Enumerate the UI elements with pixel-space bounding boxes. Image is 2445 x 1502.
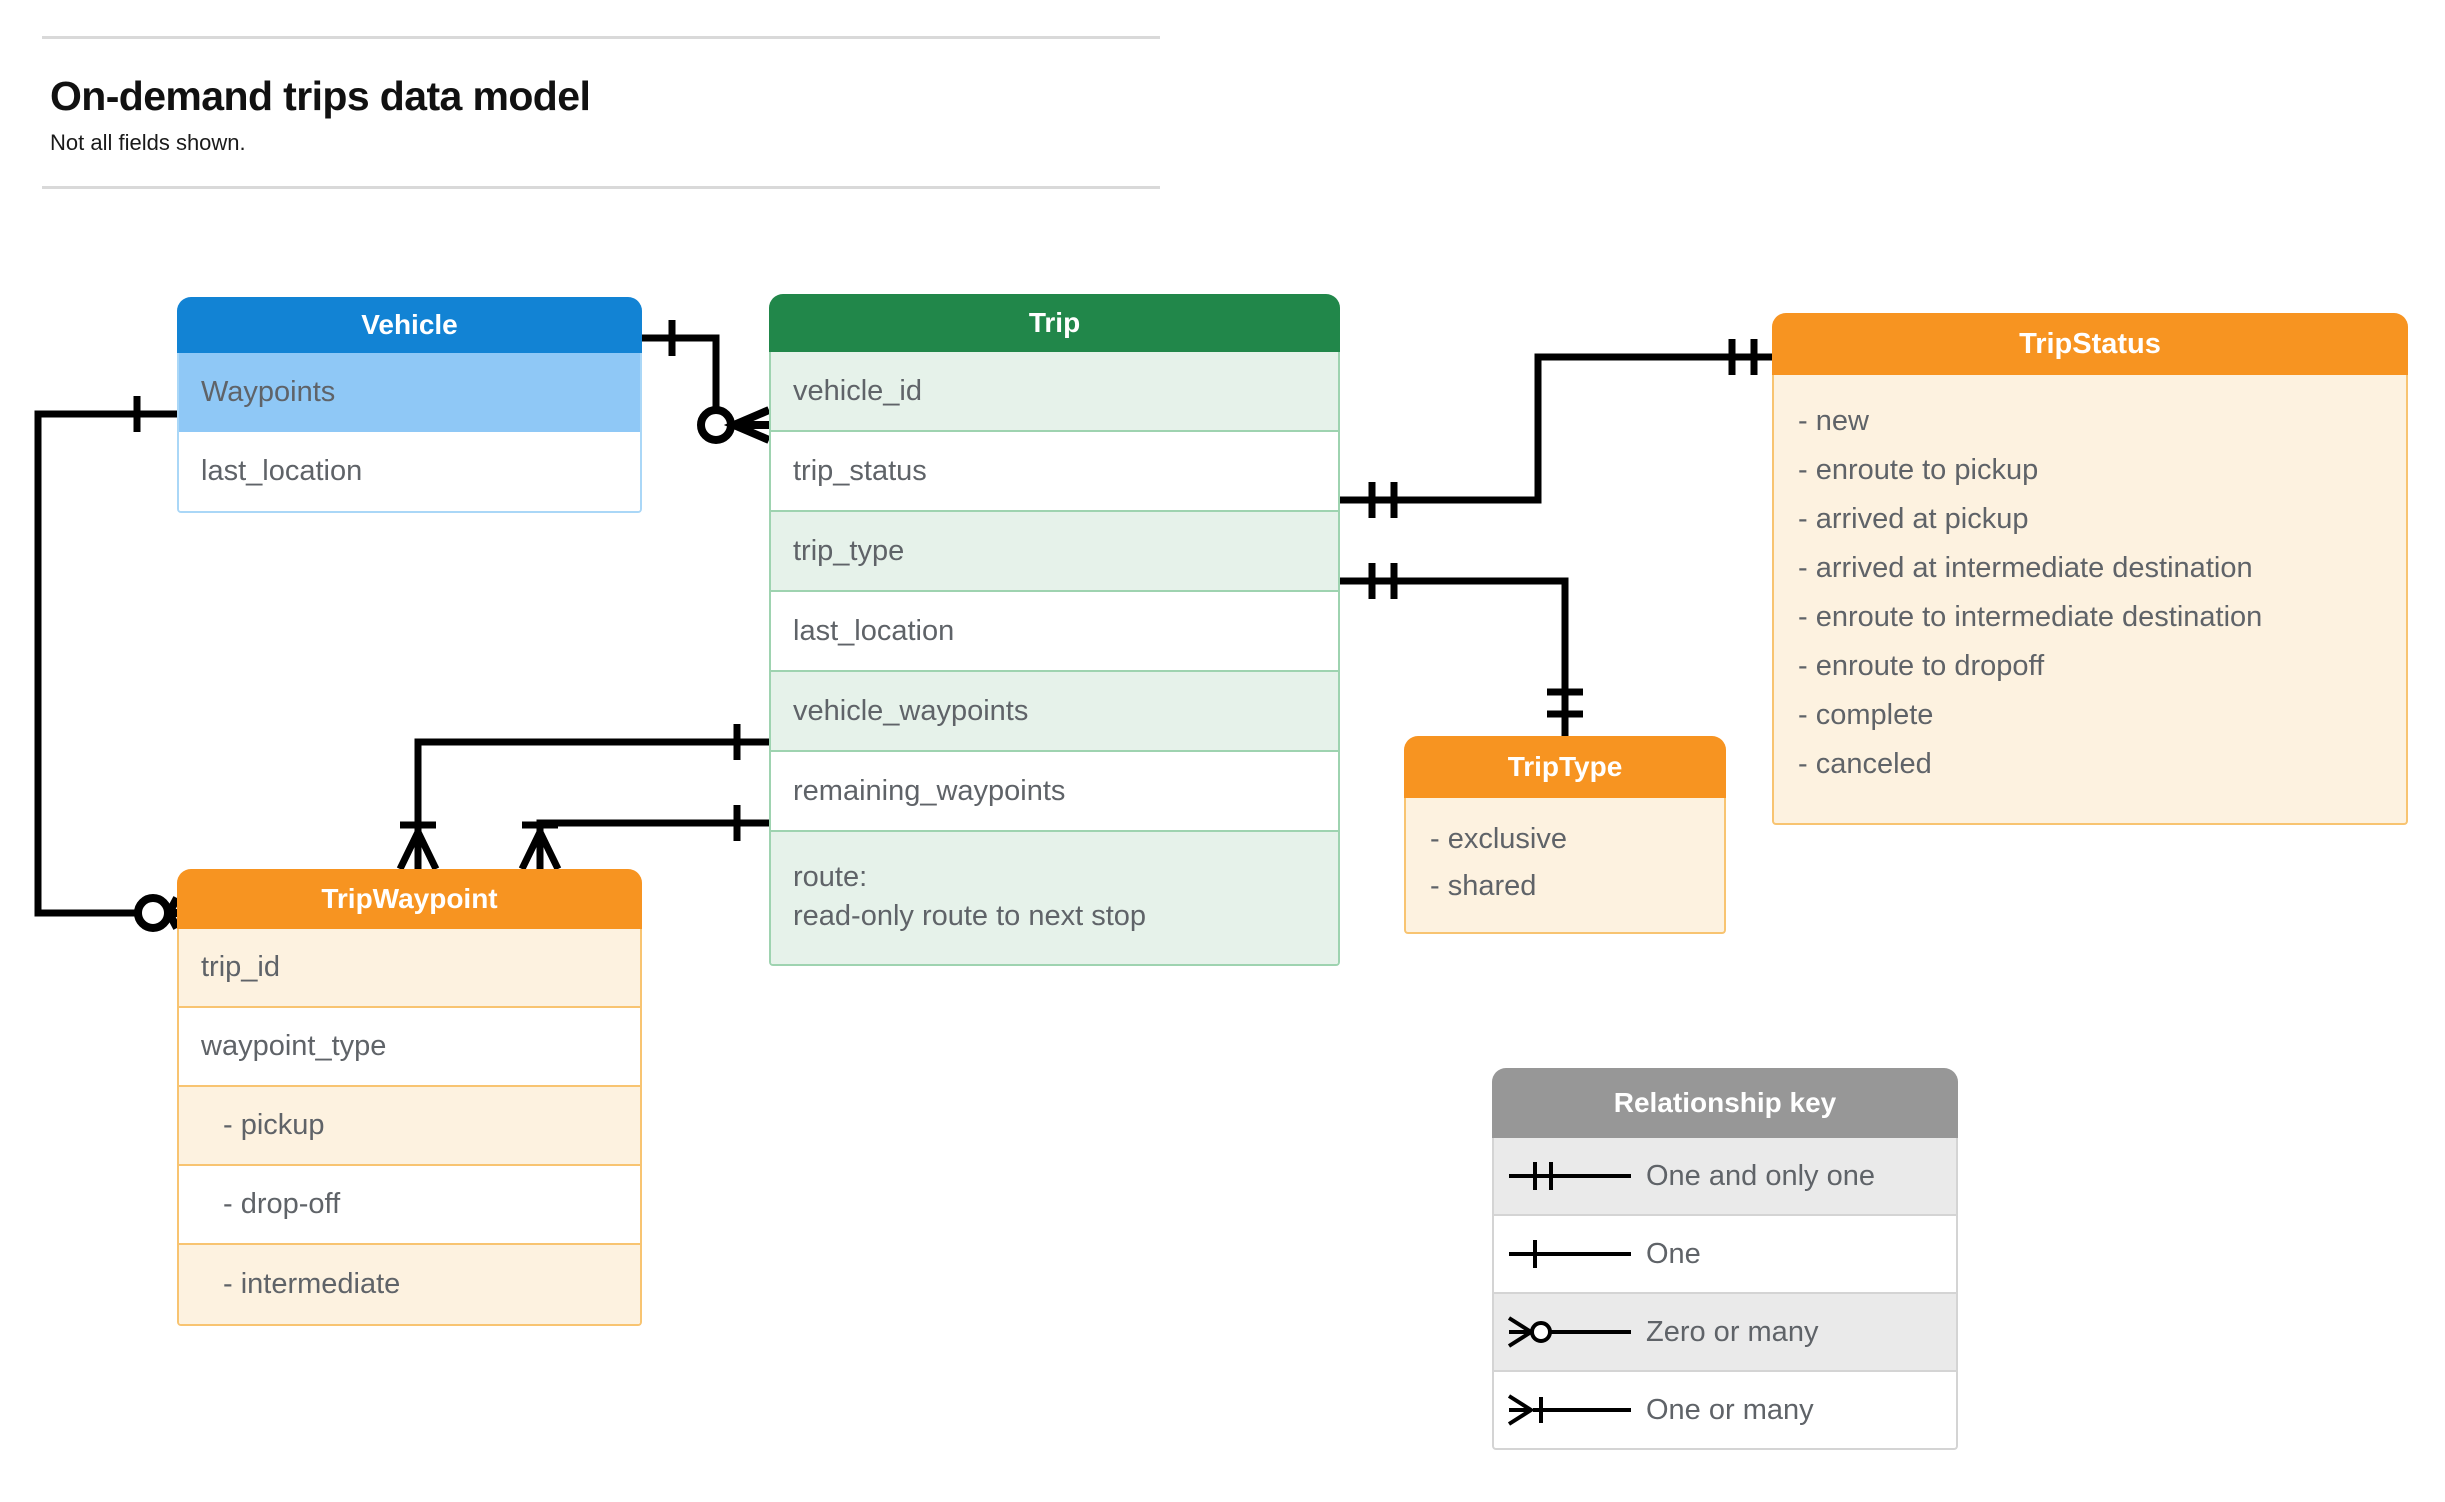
enum-item: - arrived at intermediate destination (1798, 552, 2253, 584)
field-row[interactable]: remaining_waypoints (771, 752, 1338, 832)
legend-title: Relationship key (1492, 1068, 1958, 1138)
header-rule-top (42, 36, 1160, 39)
enum-item: - enroute to pickup (1798, 454, 2039, 486)
connector-remaining-waypoints (536, 819, 769, 855)
entity-tripstatus[interactable]: TripStatus - new - enroute to pickup - a… (1772, 313, 2408, 825)
field-row-enum[interactable]: - drop-off (179, 1166, 640, 1245)
connector-vehicle-trip (642, 334, 720, 410)
legend-label: Zero or many (1646, 1315, 1819, 1348)
legend-row: One and only one (1494, 1138, 1956, 1216)
route-label: route: (793, 861, 868, 893)
page-subtitle: Not all fields shown. (50, 130, 246, 155)
entity-triptype-title: TripType (1404, 736, 1726, 798)
enum-item: - exclusive (1430, 823, 1567, 855)
field-row[interactable]: Waypoints (179, 353, 640, 432)
entity-trip[interactable]: Trip vehicle_id trip_status trip_type la… (769, 294, 1340, 967)
enum-item: - enroute to intermediate destination (1798, 601, 2263, 633)
enum-item: - shared (1430, 870, 1537, 902)
entity-vehicle-title: Vehicle (177, 297, 642, 353)
field-row[interactable]: trip_type (771, 512, 1338, 592)
enum-item: - enroute to dropoff (1798, 650, 2045, 682)
legend-label: One or many (1646, 1393, 1814, 1426)
enum-item: - arrived at pickup (1798, 503, 2029, 535)
header-rule-bottom (42, 186, 1160, 189)
legend-label: One and only one (1646, 1159, 1875, 1192)
connector-waypoints-tripwaypoint (34, 410, 177, 917)
enum-item: - new (1798, 405, 1869, 437)
relationship-key-legend: Relationship key One and only one (1492, 1068, 1958, 1450)
entity-trip-fields: vehicle_id trip_status trip_type last_lo… (769, 352, 1340, 967)
entity-triptype-values: - exclusive - shared (1404, 798, 1726, 934)
one-icon (1494, 1234, 1646, 1274)
field-row-enum[interactable]: - pickup (179, 1087, 640, 1166)
zero-or-many-icon (1494, 1312, 1646, 1352)
legend-row: Zero or many (1494, 1294, 1956, 1372)
field-row[interactable]: vehicle_waypoints (771, 672, 1338, 752)
entity-vehicle-fields: Waypoints last_location (177, 353, 642, 513)
entity-tripwaypoint-fields: trip_id waypoint_type - pickup - drop-of… (177, 929, 642, 1326)
document-header: On-demand trips data model Not all field… (42, 36, 1160, 189)
entity-triptype[interactable]: TripType - exclusive - shared (1404, 736, 1726, 934)
entity-tripstatus-values: - new - enroute to pickup - arrived at p… (1772, 375, 2408, 825)
field-row-enum[interactable]: - intermediate (179, 1245, 640, 1324)
connector-tripstatus (1340, 353, 1772, 504)
entity-tripwaypoint[interactable]: TripWaypoint trip_id waypoint_type - pic… (177, 869, 642, 1326)
field-row[interactable]: trip_id (179, 929, 640, 1008)
field-row[interactable]: vehicle_id (771, 352, 1338, 432)
route-description: read-only route to next stop (793, 900, 1147, 933)
legend-row: One (1494, 1216, 1956, 1294)
connector-triptype (1340, 577, 1569, 736)
one-or-many-icon (1494, 1390, 1646, 1430)
entity-tripwaypoint-title: TripWaypoint (177, 869, 642, 929)
enum-item: - complete (1798, 699, 1934, 731)
entity-tripstatus-title: TripStatus (1772, 313, 2408, 375)
legend-label: One (1646, 1237, 1701, 1270)
field-row[interactable]: trip_status (771, 432, 1338, 512)
one-and-only-one-icon (1494, 1156, 1646, 1196)
connector-vehicle-waypoints (414, 738, 769, 855)
field-row[interactable]: last_location (771, 592, 1338, 672)
field-row[interactable]: last_location (179, 432, 640, 511)
entity-vehicle[interactable]: Vehicle Waypoints last_location (177, 297, 642, 513)
field-row-route[interactable]: route: read-only route to next stop (771, 832, 1338, 965)
page-title: On-demand trips data model (50, 73, 591, 119)
legend-row: One or many (1494, 1372, 1956, 1448)
legend-rows: One and only one One (1492, 1138, 1958, 1450)
field-row[interactable]: waypoint_type (179, 1008, 640, 1087)
enum-item: - canceled (1798, 748, 1932, 780)
entity-trip-title: Trip (769, 294, 1340, 352)
